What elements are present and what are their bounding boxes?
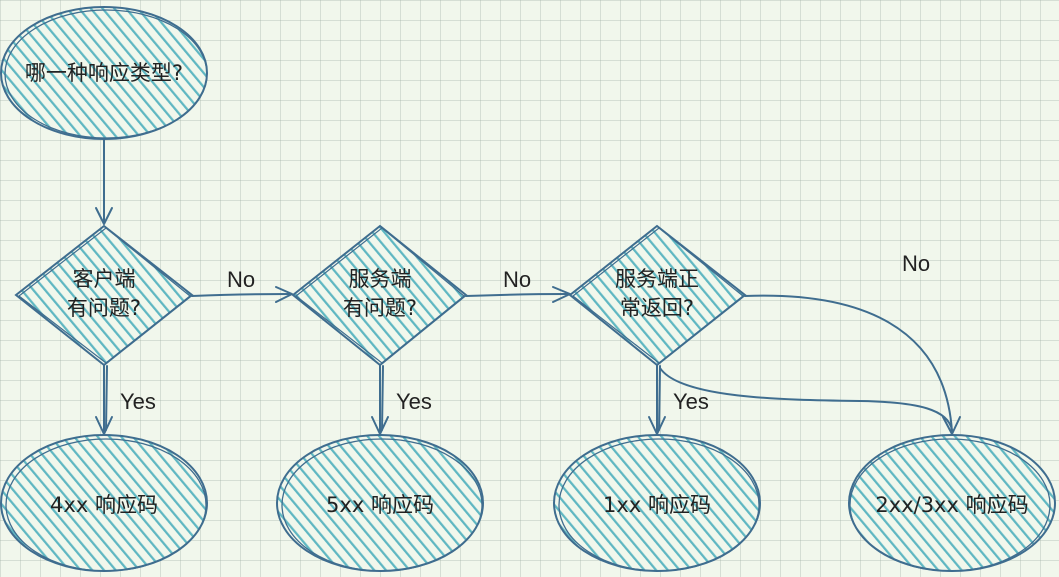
edge-label-server-yes: Yes	[396, 389, 432, 414]
arrowhead-start-to-client	[95, 207, 113, 225]
client-check-node: 客户端 有问题?	[14, 224, 194, 367]
result-1xx-node: 1xx 响应码	[553, 434, 761, 572]
result-23xx-node: 2xx/3xx 响应码	[848, 434, 1056, 572]
edge-server-to-5xx-dup	[381, 365, 384, 431]
edge-label-client-yes: Yes	[120, 389, 156, 414]
result-4xx-node: 4xx 响应码	[0, 434, 208, 572]
start-node-label: 哪一种响应类型?	[25, 61, 183, 85]
server-normal-node: 服务端正 常返回?	[568, 224, 747, 367]
client-check-line2: 有问题?	[67, 296, 141, 320]
edge-normal-to-23xx-lower	[659, 367, 953, 431]
edge-label-server-no: No	[503, 267, 531, 292]
result-4xx-label: 4xx 响应码	[50, 493, 158, 517]
server-normal-line2: 常返回?	[620, 296, 694, 320]
client-check-line1: 客户端	[73, 267, 136, 291]
server-normal-line1: 服务端正	[615, 267, 699, 291]
edge-client-to-4xx-dup	[105, 365, 108, 431]
server-check-node: 服务端 有问题?	[291, 224, 468, 367]
arrowhead-client-to-server	[275, 286, 293, 303]
start-node: 哪一种响应类型?	[0, 6, 208, 140]
result-5xx-node: 5xx 响应码	[276, 434, 484, 572]
server-check-line2: 有问题?	[343, 296, 417, 320]
result-1xx-label: 1xx 响应码	[603, 493, 711, 517]
server-check-line1: 服务端	[349, 267, 412, 291]
edge-label-normal-no: No	[902, 251, 930, 276]
edge-label-client-no: No	[227, 267, 255, 292]
edge-label-normal-yes: Yes	[673, 389, 709, 414]
edge-client-to-server	[191, 293, 291, 297]
edge-normal-to-1xx-dup	[658, 365, 661, 431]
result-5xx-label: 5xx 响应码	[326, 493, 434, 517]
edge-normal-to-23xx-upper	[744, 294, 953, 433]
result-23xx-label: 2xx/3xx 响应码	[875, 493, 1028, 517]
edge-server-to-normal	[465, 293, 569, 297]
